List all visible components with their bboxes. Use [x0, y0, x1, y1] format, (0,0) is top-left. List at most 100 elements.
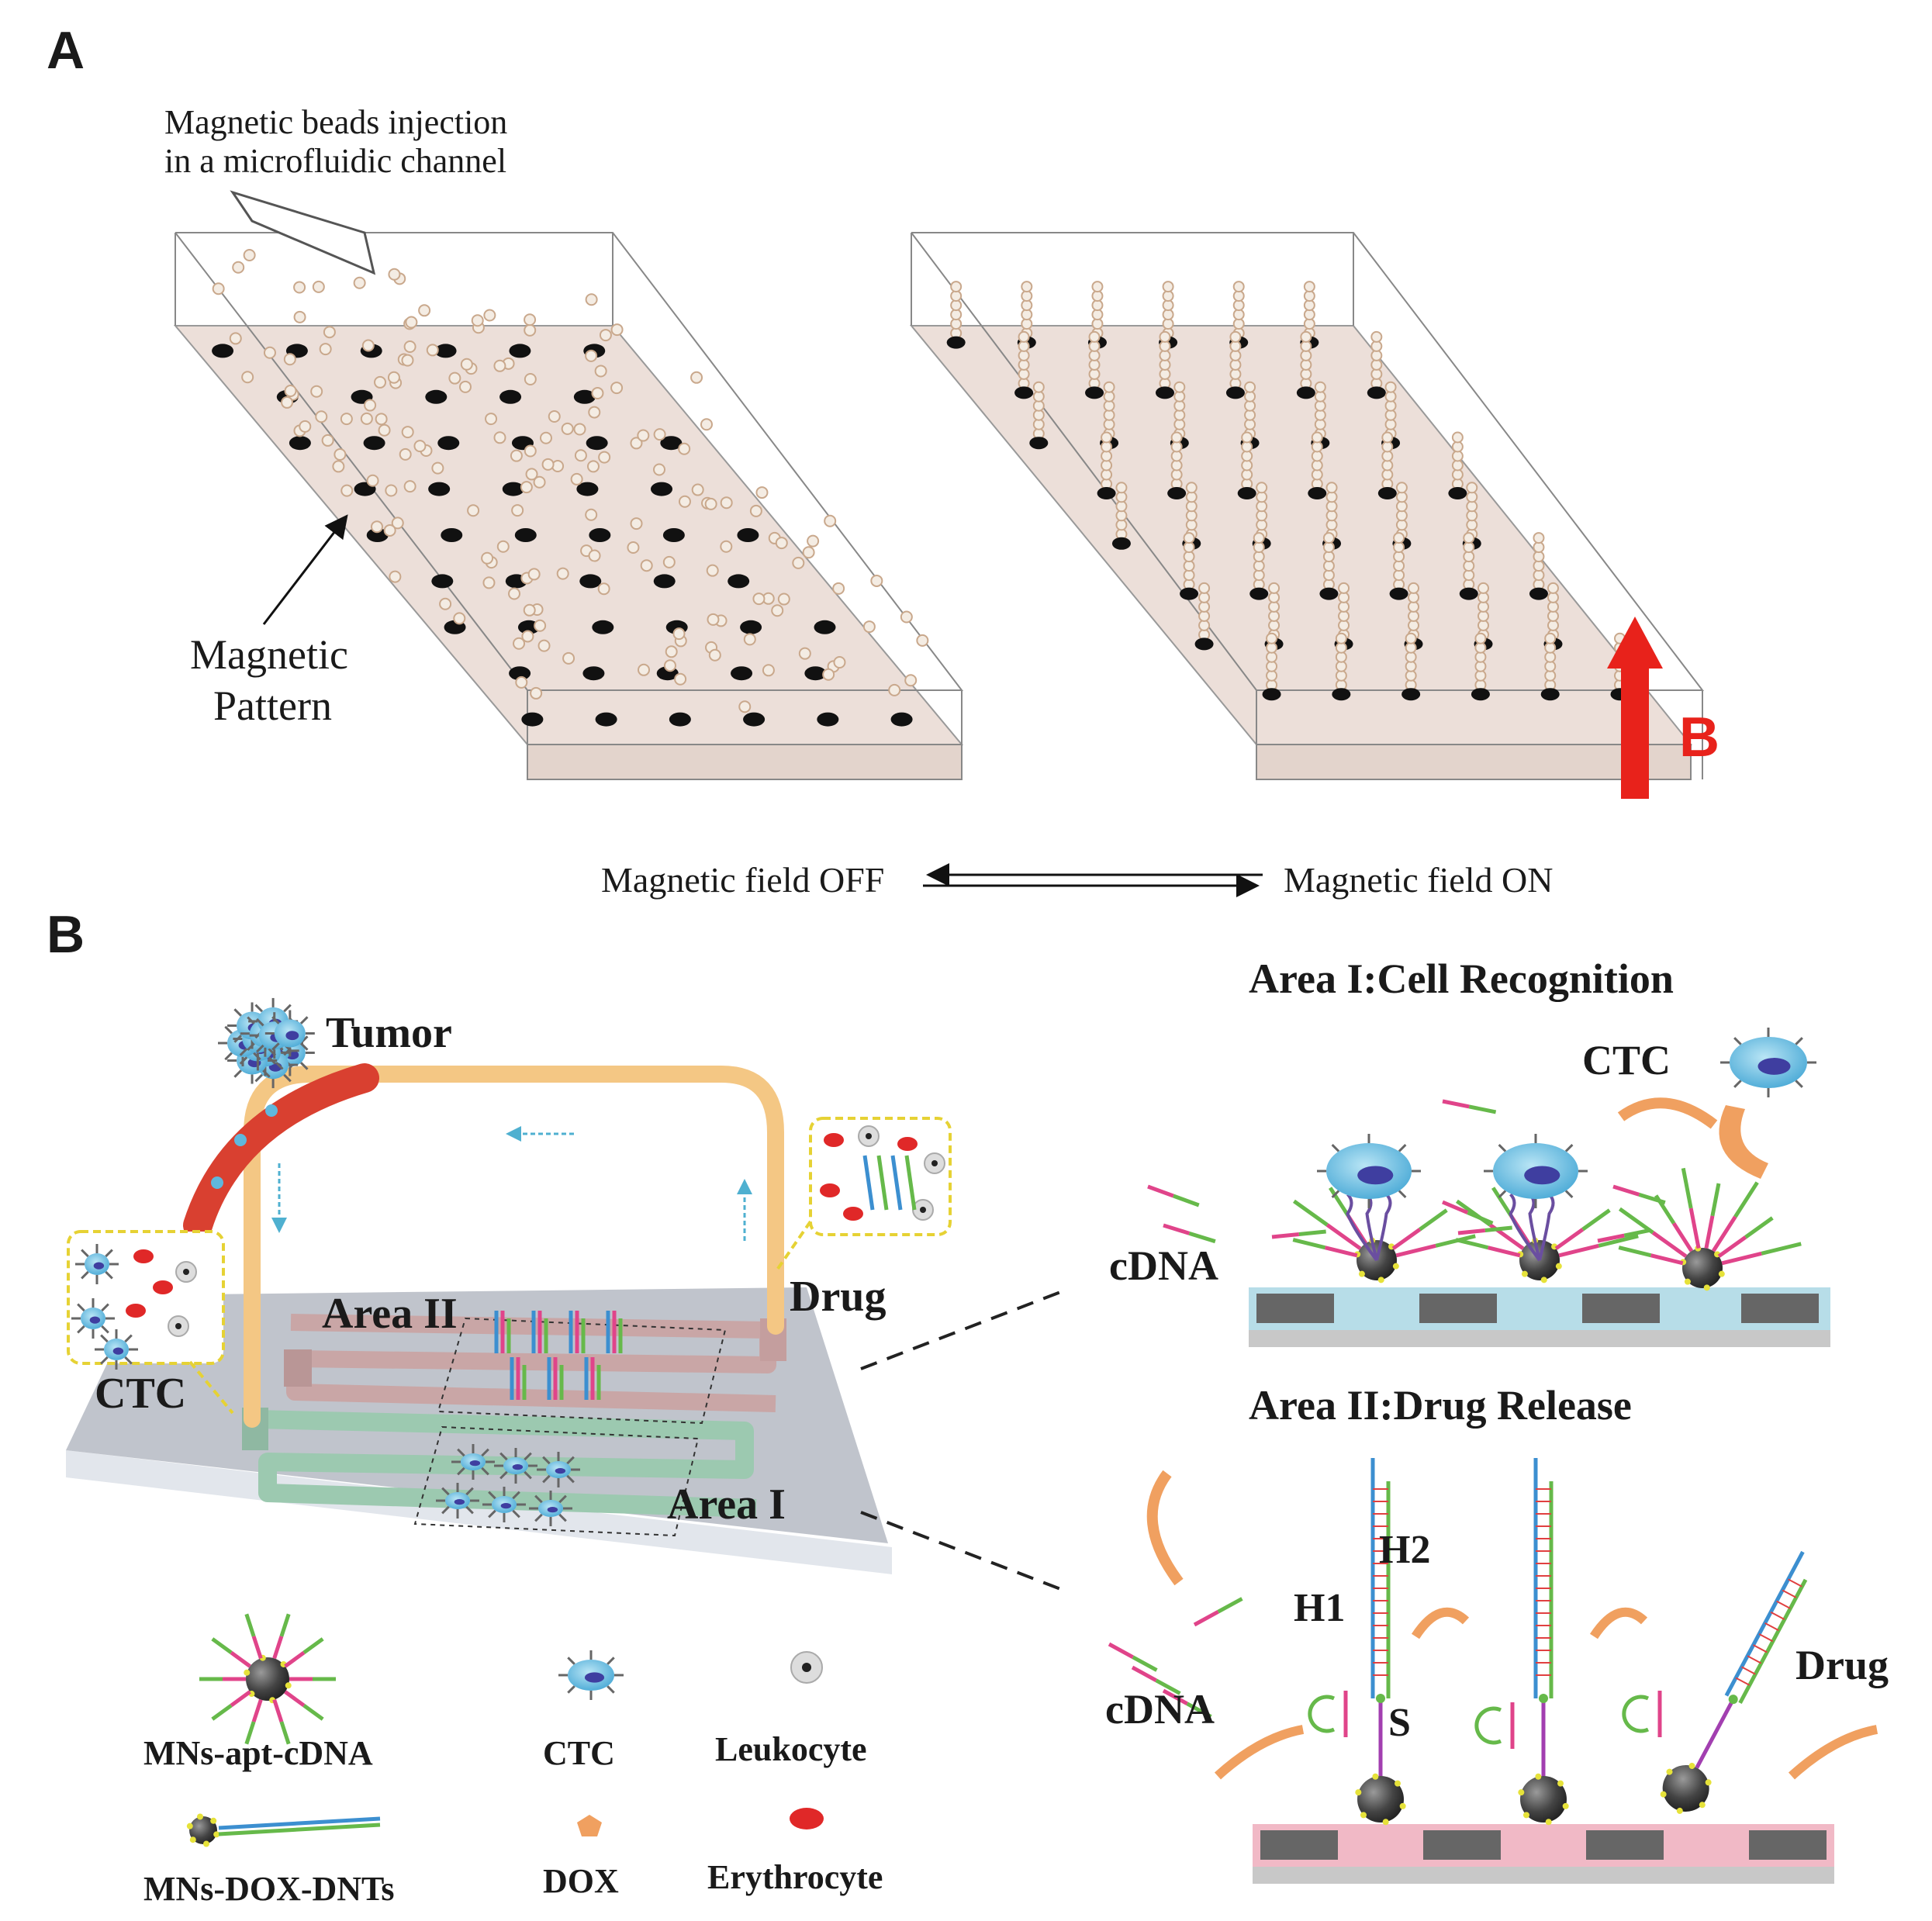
magnetic-beads-free: [212, 249, 929, 713]
bead-chain: [1401, 632, 1421, 701]
magnetic-bead: [610, 323, 624, 337]
erythrocyte: [820, 1183, 840, 1197]
magnetic-bead: [523, 603, 536, 617]
magnetic-bead: [755, 486, 769, 499]
erythrocyte: [897, 1137, 918, 1151]
magnetic-bead: [561, 422, 574, 435]
free-cdna: [1108, 1642, 1158, 1672]
magnetic-bead: [399, 447, 412, 461]
bead-chain: [1085, 330, 1104, 399]
magnetic-bead: [653, 463, 666, 476]
legend-cdna: [272, 1613, 291, 1660]
legend-cdna: [284, 1637, 324, 1668]
area1-recognition-scene: [1147, 1028, 1816, 1291]
legend-cdna: [244, 1613, 263, 1660]
dna-probe: [584, 1357, 601, 1400]
magnetic-bead: [370, 520, 383, 534]
magnetic-bead: [900, 610, 913, 624]
legend-ctc-icon: [558, 1650, 624, 1700]
magnetic-nanoparticle: [1355, 1773, 1406, 1826]
magnetic-bead: [312, 280, 325, 293]
bead-chain: [1448, 431, 1467, 499]
dna-probe: [510, 1357, 527, 1400]
pattern-dot: [662, 528, 685, 542]
magnetic-bead: [403, 340, 416, 353]
cdna-strand: [1618, 1246, 1684, 1266]
dox-dnt-construct: [1660, 1550, 1808, 1814]
free-cdna: [1193, 1597, 1243, 1627]
pattern-dot: [743, 712, 766, 727]
captured-ctc-cells: [436, 1444, 580, 1526]
magnetic-nanoparticle: [186, 1813, 220, 1847]
magnetic-bead: [588, 406, 601, 419]
dna-probe: [890, 1155, 903, 1211]
magnetic-bead: [704, 497, 717, 510]
callout-line-1: Magnetic beads injection: [164, 103, 507, 141]
magnetic-bead: [777, 593, 790, 606]
erythrocyte: [153, 1280, 173, 1294]
area2-release-scene: [1108, 1458, 1878, 1826]
magnetic-bead: [401, 426, 414, 439]
erythrocyte: [824, 1133, 844, 1147]
legend-leukocyte-label: Leukocyte: [715, 1730, 867, 1768]
magnetic-bead: [752, 593, 766, 606]
magnetic-bead: [391, 517, 404, 530]
cdna-strand: [1717, 1216, 1774, 1258]
magnetic-bead: [426, 344, 439, 357]
zoom-connector-bottom: [860, 1511, 1063, 1591]
magnetic-bead: [627, 541, 640, 555]
magnetic-bead: [530, 686, 543, 700]
bead-chain: [1319, 532, 1339, 600]
hairpin: [1308, 1695, 1336, 1733]
legend-mns-apt-icon: [244, 1654, 292, 1704]
process-arrow: [1411, 1607, 1470, 1639]
panel-a-label: A: [47, 21, 85, 80]
bead-chain: [1180, 532, 1199, 600]
area1-ctc-label: CTC: [1582, 1037, 1671, 1083]
pattern-dot: [499, 389, 522, 404]
vessel-cell-2: [265, 1104, 278, 1117]
magnetic-bead: [870, 574, 883, 587]
magnetic-bead: [334, 447, 347, 461]
area-2-boundary: [437, 1317, 727, 1425]
erythrocyte: [126, 1304, 146, 1318]
process-arrow: [1788, 1725, 1878, 1780]
magnetic-bead: [598, 451, 611, 464]
pattern-dot: [502, 482, 524, 496]
magnetic-bead: [674, 672, 687, 686]
injection-nozzle: [230, 190, 376, 275]
pattern-dot: [579, 574, 602, 589]
cdna-strand: [1395, 1234, 1476, 1258]
panel-b: B: [47, 905, 1889, 1908]
area2-s-label: S: [1388, 1701, 1411, 1745]
cdna-strand: [1721, 1242, 1802, 1266]
bead-chain: [1111, 482, 1131, 550]
magnetic-bead: [471, 314, 484, 327]
aptamer: [1509, 1193, 1541, 1262]
magnetic-bead: [403, 480, 416, 493]
cdna-strand: [1554, 1208, 1611, 1250]
drug-sample-bubble: [774, 1117, 952, 1273]
area2-h2-label: H2: [1379, 1528, 1430, 1572]
bead-chain: [1529, 532, 1548, 600]
magnetic-bead: [515, 675, 528, 689]
magnetic-bead: [888, 683, 901, 696]
magnetic-bead: [283, 353, 296, 366]
pattern-dot: [660, 436, 683, 451]
bead-chain: [1377, 431, 1397, 499]
leukocyte: [924, 1152, 945, 1174]
free-cdna: [1442, 1200, 1494, 1225]
magnetic-bead: [594, 365, 607, 378]
magnetic-bead: [360, 412, 373, 425]
magnetic-bead: [775, 537, 788, 550]
process-arrow: [1589, 1607, 1648, 1639]
magnetic-nanoparticle: [1680, 1245, 1725, 1291]
magnetic-bead: [340, 484, 354, 497]
zoom-connector-top: [860, 1290, 1063, 1370]
cdna-strand: [1704, 1183, 1721, 1249]
tumor-cell: [264, 1010, 315, 1057]
magnetic-bead: [678, 442, 691, 455]
bead-chain: [1308, 431, 1327, 499]
magnetic-bead: [361, 339, 375, 352]
legend-erythrocyte-icon: [790, 1808, 824, 1829]
